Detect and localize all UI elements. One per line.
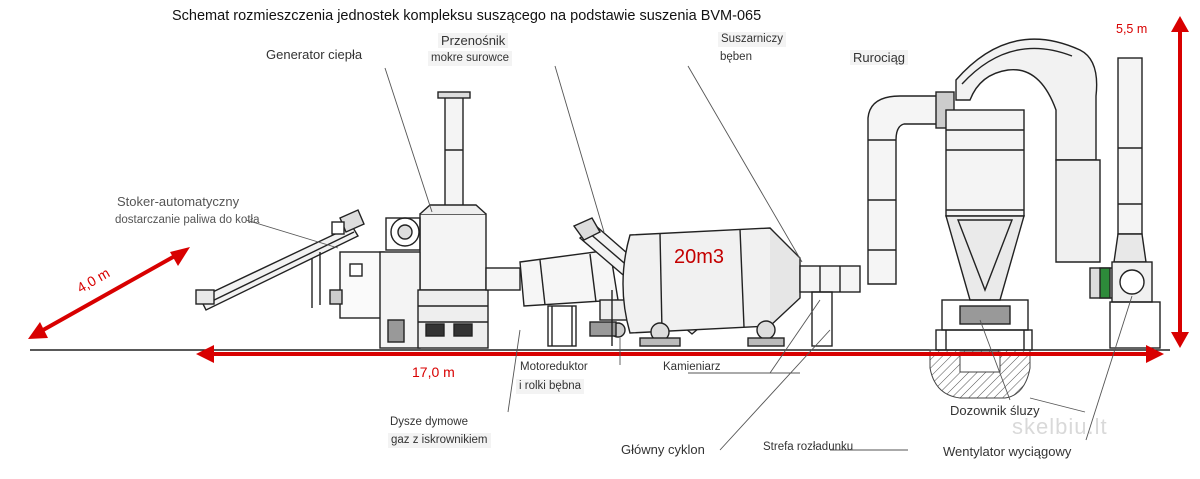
label-stone: Kamieniarz: [663, 361, 721, 373]
label-drum-line2: bęben: [720, 51, 752, 63]
hot-air-duct: [485, 249, 619, 347]
label-motor-line2: i rolki bębna: [516, 379, 585, 394]
label-nozzles-line2: gaz z iskrownikiem: [388, 433, 491, 448]
dimension-height-label: 5,5 m: [1116, 22, 1148, 36]
label-sluice-doser: Dozownik śluzy: [950, 403, 1040, 418]
diagonal-arrow-left: [28, 322, 48, 339]
length-arrow-right: [1146, 345, 1164, 363]
label-exhaust-fan: Wentylator wyciągowy: [943, 444, 1072, 459]
label-conveyor-line2: mokre surowce: [428, 51, 512, 66]
label-nozzles-line1: Dysze dymowe: [390, 416, 468, 428]
dimension-length-label: 17,0 m: [412, 364, 455, 380]
label-stoker-line2: dostarczanie paliwa do kotła: [115, 214, 260, 226]
length-arrow-left: [196, 345, 214, 363]
dryer-drum: [622, 227, 801, 347]
height-arrow-top: [1171, 16, 1189, 32]
label-drum-line1: Suszarniczy: [718, 32, 786, 47]
label-conveyor-line1: Przenośnik: [438, 33, 509, 48]
label-pipeline: Rurociąg: [850, 50, 909, 65]
heat-generator: [329, 91, 489, 349]
height-arrow-bottom: [1171, 332, 1189, 348]
watermark: skelbiu.lt: [1012, 414, 1108, 439]
stoker-conveyor: [195, 209, 365, 311]
label-heat-generator: Generator ciepła: [266, 47, 363, 62]
diagram-title: Schemat rozmieszczenia jednostek komplek…: [172, 8, 762, 24]
label-unload-zone: Strefa rozładunku: [763, 441, 854, 453]
label-main-cyclone: Główny cyklon: [621, 442, 705, 457]
diagonal-arrow-right: [170, 247, 190, 266]
label-stoker-line1: Stoker-automatyczny: [117, 194, 240, 209]
diagonal-dimension-line: [35, 250, 183, 336]
exhaust-fan: [1109, 57, 1161, 349]
main-cyclone: [935, 38, 1131, 351]
label-motor-line1: Motoreduktor: [520, 361, 588, 373]
drum-volume-label: 20m3: [674, 246, 725, 268]
